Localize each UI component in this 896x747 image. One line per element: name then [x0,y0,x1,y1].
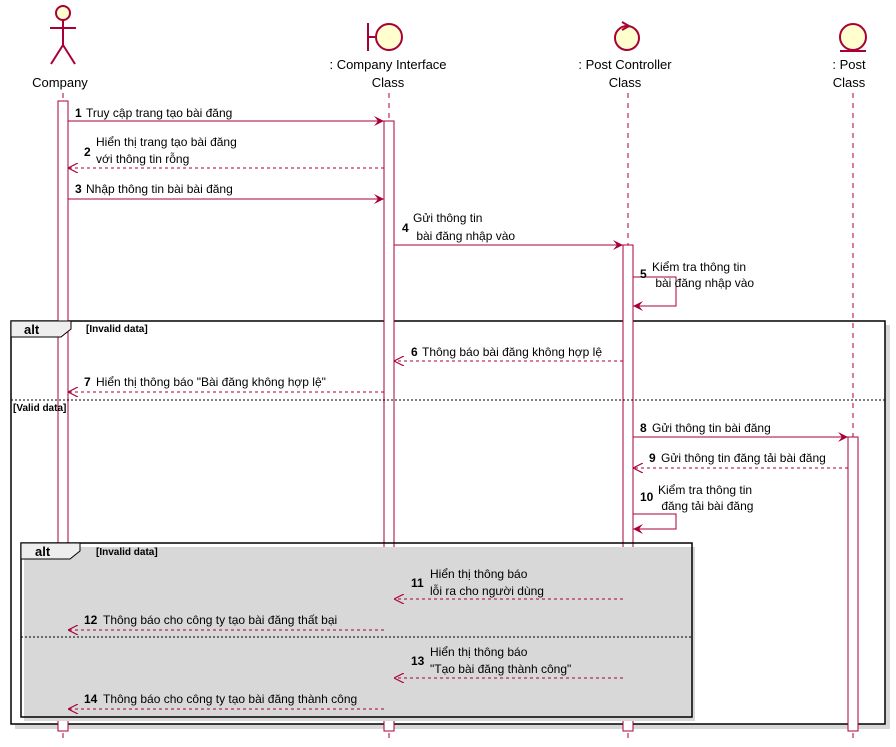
participant-company-label: Company [32,75,88,90]
message-2-text-line2: với thông tin rỗng [96,151,189,166]
fragment-alt-outer-header: alt [Invalid data] [Valid data] [10,320,885,414]
message-10: 10 Kiểm tra thông tin đăng tải bài đăng [633,483,753,534]
message-1: 1 Truy cập trang tạo bài đăng [68,106,384,126]
message-3: 3 Nhập thông tin bài bài đăng [68,182,384,204]
message-2: 2 Hiển thị trang tạo bài đăng với thông … [68,135,384,168]
participant-interface-subtitle: Class [372,75,405,90]
message-4: 4 Gửi thông tin bài đăng nhập vào [394,211,623,250]
message-10-number: 10 [640,490,654,504]
message-4-number: 4 [402,221,409,235]
entity-icon [839,23,867,52]
participant-company: Company [32,5,88,90]
message-8-number: 8 [640,421,647,435]
message-10-text-line1: Kiểm tra thông tin [658,483,752,497]
message-13-number: 13 [411,654,425,668]
message-12-number: 12 [84,613,98,627]
participant-interface: : Company Interface Class [329,23,447,90]
participant-post: : Post Class [832,23,867,90]
participant-post-subtitle: Class [833,75,866,90]
message-13-text-line1: Hiển thị thông báo [430,645,528,659]
inner-alt-keyword: alt [35,544,51,559]
boundary-icon [367,23,403,51]
message-5-number: 5 [640,267,647,281]
message-14-text: Thông báo cho công ty tạo bài đăng thành… [103,692,357,706]
participant-controller-label: : Post Controller [578,57,672,72]
message-7-text: Hiển thị thông báo "Bài đăng không hợp l… [96,375,326,389]
message-8: 8 Gửi thông tin bài đăng [633,421,848,442]
control-icon [614,21,640,51]
outer-alt-guard-invalid: [Invalid data] [86,324,148,335]
message-9-text: Gửi thông tin đăng tải bài đăng [661,451,826,465]
message-1-number: 1 [75,106,82,120]
message-12-text: Thông báo cho công ty tạo bài đăng thất … [103,613,337,627]
message-11: 11 Hiển thị thông báo lỗi ra cho người d… [394,567,623,599]
message-9-number: 9 [649,451,656,465]
inner-alt-guard-invalid: [Invalid data] [96,547,158,558]
message-2-text-line1: Hiển thị trang tạo bài đăng [96,135,237,149]
fragment-alt-inner: alt [Invalid data] [20,542,695,721]
message-9: 9 Gửi thông tin đăng tải bài đăng [633,451,848,468]
message-1-text: Truy cập trang tạo bài đăng [86,106,232,120]
message-14: 14 Thông báo cho công ty tạo bài đăng th… [68,692,384,709]
message-4-text-line1: Gửi thông tin [413,211,482,225]
participant-controller-subtitle: Class [609,75,642,90]
message-5-text-line2: bài đăng nhập vào [652,276,754,290]
message-7: 7 Hiển thị thông báo "Bài đăng không hợp… [68,375,384,392]
message-3-text: Nhập thông tin bài bài đăng [86,182,233,196]
message-13-text-line2: "Tạo bài đăng thành công" [430,662,571,676]
participant-interface-label: : Company Interface [329,57,446,72]
message-6-text: Thông báo bài đăng không hợp lệ [422,345,602,359]
message-8-text: Gửi thông tin bài đăng [652,421,771,435]
message-2-number: 2 [84,145,91,159]
message-5-text-line1: Kiểm tra thông tin [652,260,746,274]
outer-alt-keyword: alt [24,322,40,337]
participant-controller: : Post Controller Class [578,21,672,90]
message-6-number: 6 [411,345,418,359]
message-3-number: 3 [75,182,82,196]
message-6: 6 Thông báo bài đăng không hợp lệ [394,345,623,361]
message-13: 13 Hiển thị thông báo "Tạo bài đăng thàn… [394,645,623,678]
message-4-text-line2: bài đăng nhập vào [413,229,515,243]
message-14-number: 14 [84,692,98,706]
message-11-number: 11 [411,576,424,590]
outer-alt-guard-valid: [Valid data] [13,403,66,414]
message-12: 12 Thông báo cho công ty tạo bài đăng th… [68,613,384,630]
message-11-text-line2: lỗi ra cho người dùng [430,583,544,598]
activation-bars [57,100,859,732]
actor-icon [50,5,76,65]
message-10-text-line2: đăng tải bài đăng [658,499,753,513]
message-5: 5 Kiểm tra thông tin bài đăng nhập vào [633,260,754,311]
participant-post-label: : Post [832,57,866,72]
message-7-number: 7 [84,375,91,389]
message-11-text-line1: Hiển thị thông báo [430,567,528,581]
